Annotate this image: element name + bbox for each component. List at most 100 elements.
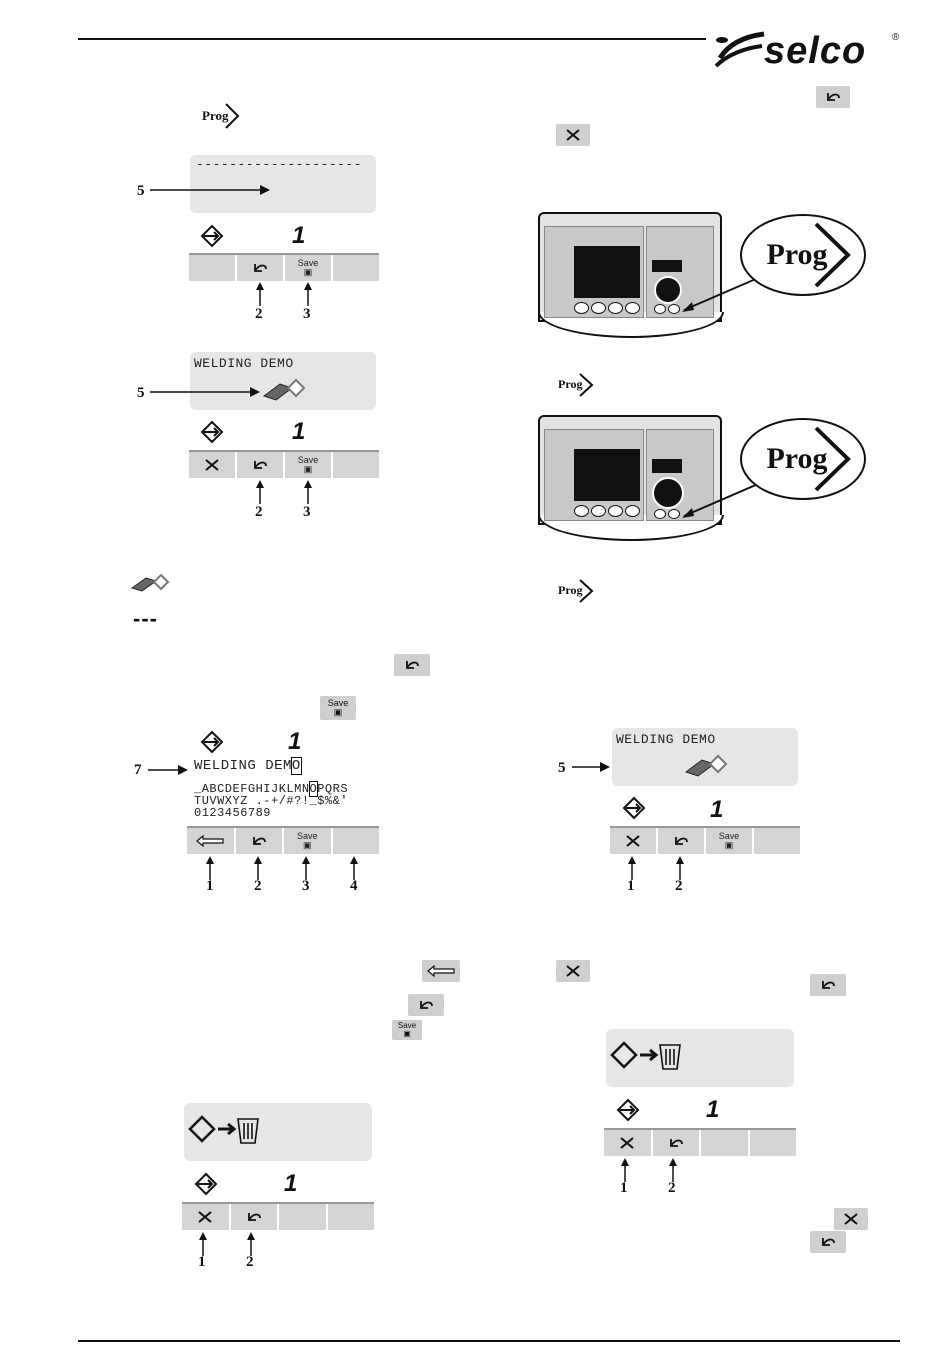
close-icon	[197, 1210, 213, 1224]
text-cursor: O	[292, 758, 301, 774]
status-row-r2: 1	[614, 1096, 794, 1124]
undo-icon	[417, 998, 435, 1012]
softkey-backspace[interactable]	[187, 828, 236, 854]
callout-5b: 5	[137, 385, 145, 402]
close-inline-button-r1	[556, 124, 590, 146]
pointer-line-2	[680, 482, 760, 522]
delete-to-bin-icon	[610, 1041, 684, 1073]
channel-select-icon	[622, 796, 646, 820]
undo-icon	[824, 90, 842, 104]
key-bar-2: Save▣	[189, 450, 379, 478]
close-icon	[204, 458, 220, 472]
channel-select-icon	[616, 1098, 640, 1122]
softkey-close[interactable]	[182, 1204, 231, 1230]
softkey-undo[interactable]	[237, 452, 285, 478]
callout-3: 3	[303, 306, 311, 323]
save-inline-button: Save▣	[320, 696, 356, 720]
backspace-inline-button	[422, 960, 460, 982]
callout-arrow-7	[148, 764, 190, 776]
softkey-undo[interactable]	[237, 255, 285, 281]
memory-chip-legend-icon	[130, 572, 172, 594]
prog-callout-circle-1: Prog	[740, 214, 866, 296]
prog-callout-circle-2: Prog	[740, 418, 866, 500]
channel-select-icon	[200, 420, 224, 444]
softkey-4[interactable]	[333, 828, 380, 854]
backspace-arrow-icon	[195, 835, 225, 847]
pointer-arrows-1	[250, 282, 320, 306]
key-bar-1: Save▣	[189, 253, 379, 281]
softkey-save[interactable]: Save▣	[285, 452, 333, 478]
key-bar-4	[182, 1202, 374, 1230]
softkey-4[interactable]	[333, 452, 379, 478]
undo-icon	[250, 834, 268, 848]
pointer-arrows-2	[250, 480, 320, 504]
callout-7: 7	[134, 762, 142, 779]
backspace-arrow-icon	[426, 965, 456, 977]
key-bar-r1: Save▣	[610, 826, 800, 854]
softkey-4[interactable]	[333, 255, 379, 281]
softkey-1[interactable]	[189, 255, 237, 281]
memory-chip-icon	[684, 752, 732, 780]
undo-inline-button	[394, 654, 430, 676]
undo-icon	[667, 1136, 685, 1150]
selco-logo: selco ®	[712, 24, 902, 76]
delete-to-bin-icon	[188, 1115, 262, 1147]
memory-chip-icon	[262, 376, 310, 404]
display-screen-2: WELDING DEMO	[190, 352, 376, 410]
machine-front-panel-2	[538, 415, 722, 545]
softkey-save[interactable]: Save▣	[706, 828, 754, 854]
status-row-4: 1	[192, 1170, 372, 1198]
pointer-arrows-3	[200, 856, 364, 880]
channel-select-icon	[200, 730, 224, 754]
status-row-3: 1	[196, 730, 376, 758]
undo-icon	[672, 834, 690, 848]
softkey-save[interactable]: Save▣	[284, 828, 333, 854]
bottom-rule	[78, 1340, 900, 1342]
display-screen-r1: WELDING DEMO	[612, 728, 798, 786]
undo-icon	[251, 261, 269, 275]
charset-line-3: 0123456789	[194, 806, 271, 820]
softkey-4[interactable]	[754, 828, 800, 854]
softkey-undo[interactable]	[236, 828, 285, 854]
status-row-r1: 1	[620, 796, 800, 824]
key-bar-3: Save▣	[187, 826, 379, 854]
save-icon: ▣	[304, 267, 313, 277]
brand-name: selco	[764, 30, 866, 73]
softkey-4[interactable]	[750, 1130, 797, 1156]
callout-arrow-2	[150, 386, 262, 398]
softkey-undo[interactable]	[658, 828, 706, 854]
status-row-1: 1	[196, 222, 376, 250]
channel-number: 1	[292, 222, 305, 250]
undo-inline-button-r3	[810, 1231, 846, 1253]
softkey-save[interactable]: Save▣	[285, 255, 333, 281]
undo-icon	[251, 458, 269, 472]
softkey-4[interactable]	[328, 1204, 375, 1230]
softkey-close[interactable]	[604, 1130, 653, 1156]
program-name: WELDING DEMO	[194, 356, 294, 371]
edit-text-area: WELDING DEMO _ABCDEFGHIJKLMNOPQRS TUVWXY…	[192, 758, 382, 822]
key-bar-r2	[604, 1128, 796, 1156]
prog-inline-r1: Prog	[556, 372, 596, 398]
callout-arrow-r1	[572, 761, 612, 773]
softkey-undo[interactable]	[653, 1130, 702, 1156]
softkey-close[interactable]	[610, 828, 658, 854]
pointer-arrows-r1	[622, 856, 692, 880]
display-screen-r2	[606, 1029, 794, 1087]
display-screen-4	[184, 1103, 372, 1161]
close-inline-button-r3	[834, 1208, 868, 1230]
softkey-undo[interactable]	[231, 1204, 280, 1230]
softkey-3[interactable]	[279, 1204, 328, 1230]
callout-arrow	[150, 184, 272, 196]
softkey-3[interactable]	[701, 1130, 750, 1156]
close-icon	[843, 1212, 859, 1226]
softkey-close[interactable]	[189, 452, 237, 478]
channel-select-icon	[200, 224, 224, 248]
pointer-arrows-r2	[615, 1158, 685, 1182]
callout-2: 2	[255, 306, 263, 323]
channel-select-icon	[194, 1172, 218, 1196]
selco-logo-icon	[712, 28, 768, 72]
pointer-arrows-4	[193, 1232, 263, 1256]
empty-program-dashes: --------------------	[196, 157, 362, 172]
undo-inline-button-r2	[810, 974, 846, 996]
undo-inline-button-2	[408, 994, 444, 1016]
